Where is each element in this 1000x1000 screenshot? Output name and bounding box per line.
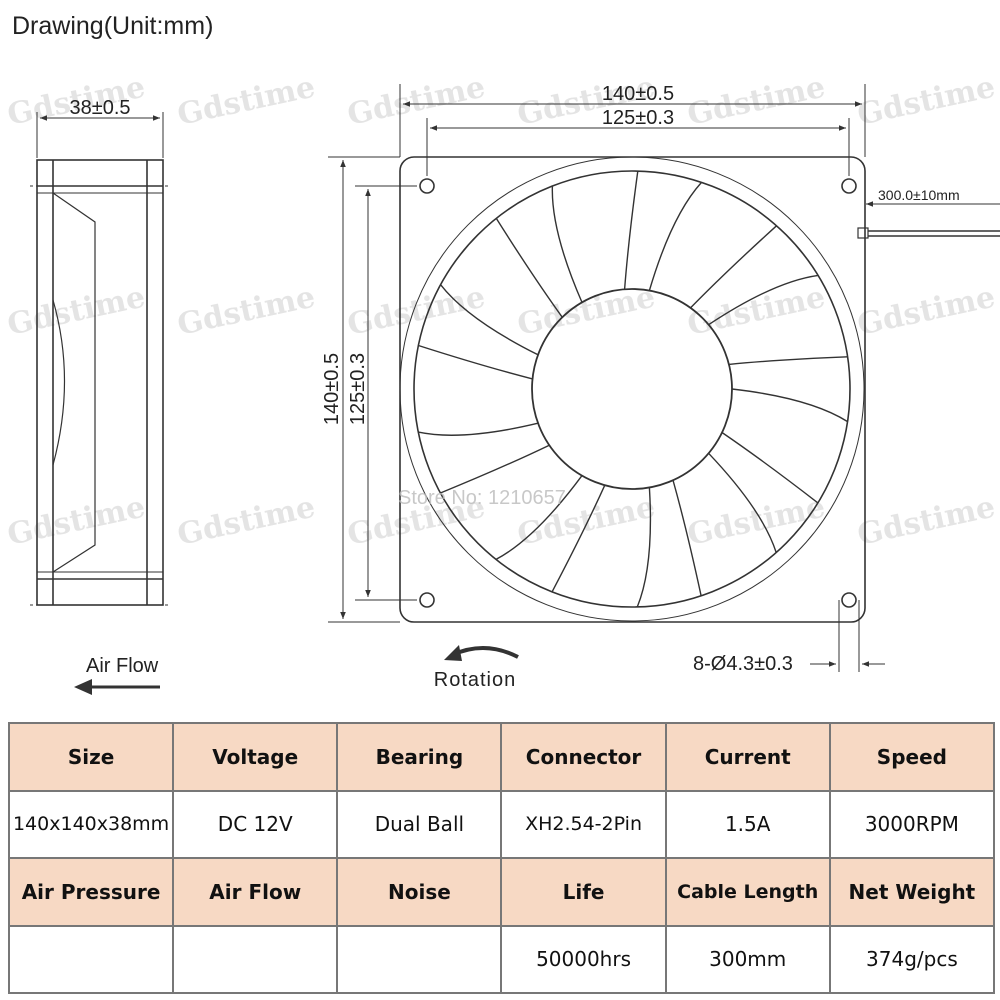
spec-value-row: 140x140x38mm DC 12V Dual Ball XH2.54-2Pi… — [7, 789, 996, 859]
spec-header-noise: Noise — [336, 857, 503, 927]
watermark-text: Gdstime — [4, 280, 148, 343]
fan-blade — [721, 388, 848, 504]
fan-blade — [418, 344, 539, 436]
watermark-text: Gdstime — [344, 70, 488, 133]
fan-blade — [672, 452, 777, 596]
watermark-text: Gdstime — [854, 490, 998, 553]
spec-header-bearing: Bearing — [336, 722, 503, 792]
airflow-label: Air Flow — [86, 655, 159, 677]
rotation-label: Rotation — [434, 669, 517, 691]
watermark-text: Gdstime — [854, 70, 998, 133]
spec-header-cable-length: Cable Length — [664, 857, 831, 927]
spec-header-row: Size Voltage Bearing Connector Current S… — [7, 722, 996, 792]
spec-value-air-pressure — [7, 924, 175, 994]
spec-value-connector: XH2.54-2Pin — [500, 789, 667, 859]
spec-header-connector: Connector — [500, 722, 667, 792]
spec-table: Size Voltage Bearing Connector Current S… — [7, 722, 996, 994]
spec-value-cable-length: 300mm — [664, 924, 831, 994]
spec-header-row: Air Pressure Air Flow Noise Life Cable L… — [7, 857, 996, 927]
spec-value-speed: 3000RPM — [828, 789, 996, 859]
spec-value-current: 1.5A — [664, 789, 831, 859]
spec-header-life: Life — [500, 857, 667, 927]
spec-header-speed: Speed — [828, 722, 996, 792]
side-view — [30, 112, 170, 606]
spec-header-current: Current — [664, 722, 831, 792]
watermark-text: Gdstime — [174, 280, 318, 343]
watermark-text: Gdstime — [174, 490, 318, 553]
fan-blade — [551, 484, 652, 608]
fan-blade — [440, 218, 563, 356]
watermark-text: Gdstime — [684, 490, 828, 553]
spec-value-voltage: DC 12V — [172, 789, 339, 859]
watermark-text: Gdstime — [854, 280, 998, 343]
spec-value-air-flow — [172, 924, 339, 994]
spec-value-noise — [336, 924, 503, 994]
hole-spacing-vertical-dimension: 125±0.3 — [347, 353, 369, 425]
spec-value-net-weight: 374g/pcs — [828, 924, 996, 994]
fan-blade — [708, 274, 848, 366]
fan-blades — [418, 171, 848, 608]
side-width-dimension: 38±0.5 — [69, 97, 130, 119]
outer-height-dimension: 140±0.5 — [321, 353, 343, 425]
fan-blade — [440, 444, 583, 561]
airflow-arrow-icon — [74, 679, 160, 695]
mounting-holes-dimension: 8-Ø4.3±0.3 — [693, 653, 793, 675]
spec-value-life: 50000hrs — [500, 924, 667, 994]
watermark-text: Gdstime — [684, 70, 828, 133]
hole-spacing-horizontal-dimension: 125±0.3 — [602, 107, 674, 129]
spec-header-voltage: Voltage — [172, 722, 339, 792]
watermark-text: Gdstime — [684, 280, 828, 343]
fan-blade — [551, 171, 639, 303]
watermark-text: Gdstime — [4, 490, 148, 553]
spec-header-air-flow: Air Flow — [172, 857, 339, 927]
drawing-title: Drawing(Unit:mm) — [12, 12, 214, 40]
fan-blade — [648, 181, 777, 309]
watermark-text: Gdstime — [174, 70, 318, 133]
spec-header-size: Size — [7, 722, 175, 792]
spec-header-air-pressure: Air Pressure — [7, 857, 175, 927]
spec-value-row: 50000hrs 300mm 374g/pcs — [7, 924, 996, 994]
outer-width-dimension: 140±0.5 — [602, 83, 674, 105]
front-view — [328, 84, 1000, 672]
cable-length-dimension: 300.0±10mm — [878, 187, 960, 203]
spec-header-net-weight: Net Weight — [828, 857, 996, 927]
spec-value-bearing: Dual Ball — [336, 789, 503, 859]
rotation-arrow-icon — [444, 645, 519, 661]
store-watermark: Store No: 1210657 — [398, 487, 566, 509]
spec-value-size: 140x140x38mm — [7, 789, 175, 859]
